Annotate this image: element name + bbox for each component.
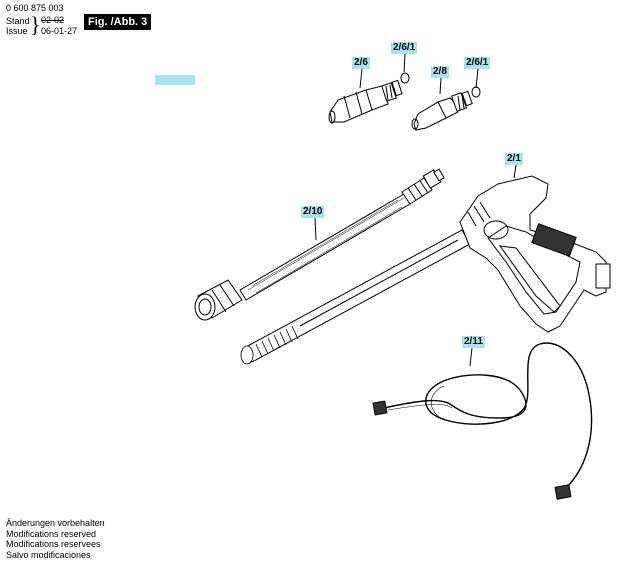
footer-line-en: Modifications reserved — [6, 528, 97, 539]
lance-2-10 — [194, 168, 445, 321]
o-ring-right — [471, 86, 481, 98]
label-2-8: 2/8 — [431, 66, 449, 78]
issue-label: Issue — [6, 26, 28, 36]
brace-symbol: } — [30, 12, 41, 37]
highlight-bar — [155, 75, 195, 85]
old-date: 02-02 — [41, 15, 65, 25]
footer-line-es: Salvo modificaciones — [6, 549, 91, 560]
label-2-11: 2/11 — [462, 336, 485, 348]
footer-line-fr: Modifications reservees — [6, 539, 101, 549]
footer-notes: Änderungen vorbehalten Modifications res… — [6, 518, 105, 560]
o-ring-left — [400, 72, 410, 84]
label-2-6-1-left: 2/6/1 — [391, 42, 418, 54]
nozzle-2-8 — [411, 90, 473, 131]
label-2-1: 2/1 — [505, 153, 523, 165]
hose-2-11 — [372, 342, 593, 500]
figure-label: Fig. /Abb. 3 — [84, 14, 152, 30]
part-number: 0 600 875 003 — [6, 3, 64, 13]
label-2-6-1-right: 2/6/1 — [464, 57, 491, 69]
nozzle-2-6 — [328, 79, 403, 124]
spray-gun-2-1 — [240, 175, 611, 365]
stand-label: Stand — [6, 16, 30, 26]
label-2-6: 2/6 — [352, 57, 370, 69]
leader-lines — [314, 53, 517, 367]
label-2-10: 2/10 — [301, 206, 325, 218]
new-date: 06-01-27 — [41, 26, 78, 36]
footer-line-de: Änderungen vorbehalten — [6, 518, 105, 528]
